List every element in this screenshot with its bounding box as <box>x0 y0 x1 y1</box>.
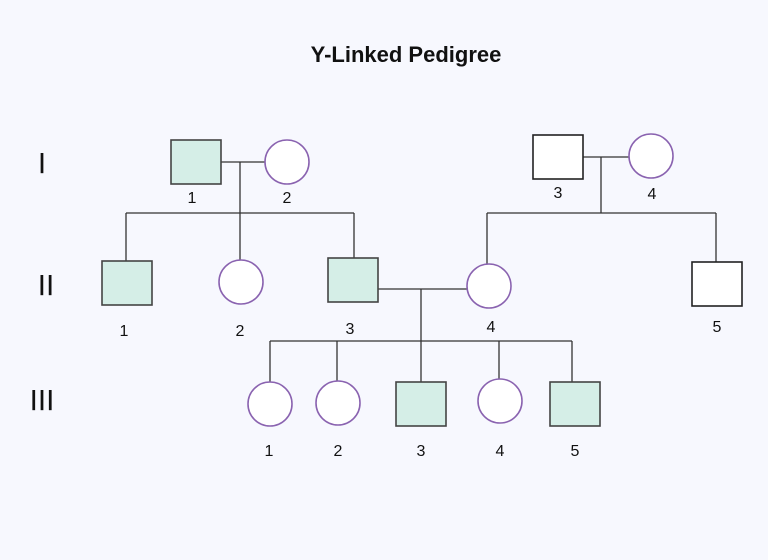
individual-number-II-5: 5 <box>713 319 722 336</box>
individual-I-1-male <box>170 139 222 185</box>
individual-II-5-male <box>691 261 743 307</box>
individual-III-1-female <box>247 381 293 427</box>
individual-II-4-female <box>466 263 512 309</box>
pedigree-lines <box>125 156 717 382</box>
individual-II-2-female <box>218 259 264 305</box>
individual-number-II-2: 2 <box>236 323 245 340</box>
individual-I-2-female <box>264 139 310 185</box>
generation-label-3: III <box>30 384 55 417</box>
individual-II-1-male <box>101 260 153 306</box>
individual-number-II-3: 3 <box>346 321 355 338</box>
individual-number-III-2: 2 <box>334 443 343 460</box>
generation-label-1: I <box>38 147 46 180</box>
individual-number-II-1: 1 <box>120 323 129 340</box>
diagram-title: Y-Linked Pedigree <box>311 42 502 67</box>
individual-number-III-1: 1 <box>265 443 274 460</box>
individual-number-III-5: 5 <box>571 443 580 460</box>
individual-I-4-female <box>628 133 674 179</box>
generation-label-2: II <box>38 269 55 302</box>
individual-I-3-male <box>532 134 584 180</box>
individual-III-3-male <box>395 381 447 427</box>
individual-number-I-2: 2 <box>283 190 292 207</box>
individual-II-3-male <box>327 257 379 303</box>
pedigree-individuals <box>101 133 743 427</box>
individual-number-III-3: 3 <box>417 443 426 460</box>
individual-III-4-female <box>477 378 523 424</box>
individual-number-II-4: 4 <box>487 319 496 336</box>
individual-III-5-male <box>549 381 601 427</box>
individual-number-III-4: 4 <box>496 443 505 460</box>
pedigree-numbers: 1 2 3 4 1 2 3 4 5 1 2 3 4 5 <box>120 185 722 460</box>
individual-number-I-4: 4 <box>648 186 657 203</box>
individual-number-I-3: 3 <box>554 185 563 202</box>
individual-III-2-female <box>315 380 361 426</box>
individual-number-I-1: 1 <box>188 190 197 207</box>
